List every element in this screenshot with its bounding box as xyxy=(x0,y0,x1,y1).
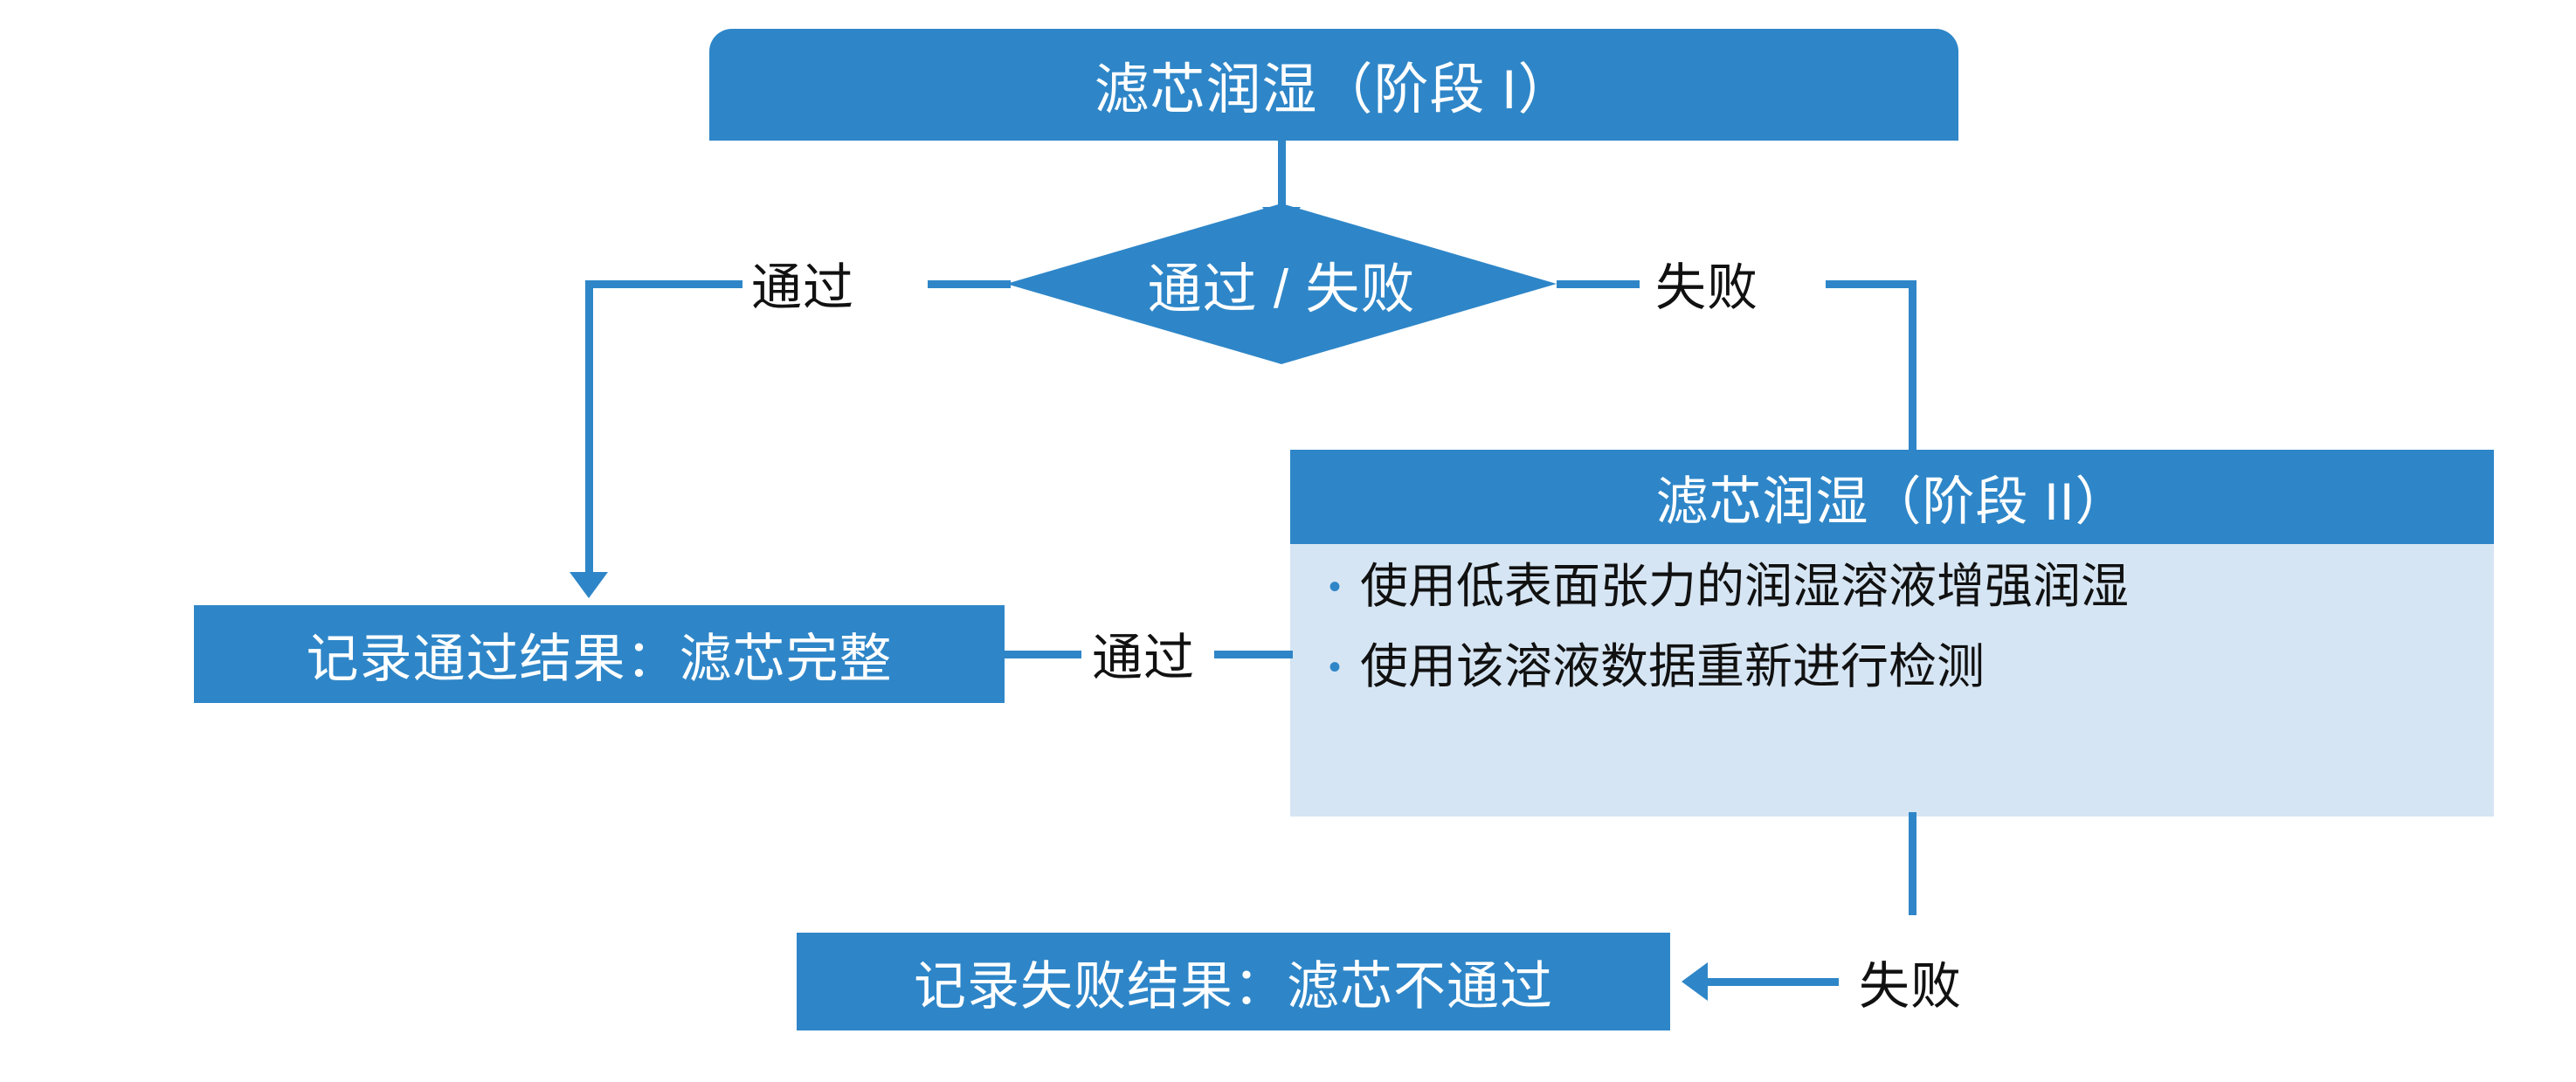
node-stage1-filter-wetting[interactable]: 滤芯润湿（阶段 I） xyxy=(709,29,1958,141)
connector-decision-pass-stub xyxy=(928,280,1011,288)
connector-stage2-pass-left xyxy=(1005,651,1081,658)
edge-label-decision-fail: 失败 xyxy=(1655,259,1759,316)
node-pass-result[interactable]: 记录通过结果：滤芯完整 xyxy=(194,605,1005,703)
list-item-label: 使用低表面张力的润湿溶液增强润湿 xyxy=(1360,559,2130,613)
edge-label-decision-pass: 通过 xyxy=(751,259,855,316)
arrowhead-decision-to-pass-result-icon xyxy=(570,572,608,598)
connector-decision-fail-stub xyxy=(1557,280,1640,288)
connector-decision-fail-down xyxy=(1909,280,1916,455)
connector-stage2-fail-left xyxy=(1708,978,1839,986)
bullet-dot-icon: • xyxy=(1329,648,1342,686)
node-decision-label: 通过 / 失败 xyxy=(1147,259,1416,320)
node-stage2-header: 滤芯润湿（阶段 II） xyxy=(1290,450,2494,544)
edge-label-stage2-fail: 失败 xyxy=(1859,958,1963,1015)
node-fail-result[interactable]: 记录失败结果：滤芯不通过 xyxy=(797,933,1670,1030)
node-stage2-header-label: 滤芯润湿（阶段 II） xyxy=(1655,472,2129,531)
list-item-label: 使用该溶液数据重新进行检测 xyxy=(1360,639,1986,693)
node-stage2-body: • 使用低表面张力的润湿溶液增强润湿 • 使用该溶液数据重新进行检测 xyxy=(1290,544,2494,817)
list-item[interactable]: • 使用低表面张力的润湿溶液增强润湿 xyxy=(1329,559,2459,614)
edge-label-stage2-pass: 通过 xyxy=(1092,630,1196,686)
node-stage2-filter-wetting[interactable]: 滤芯润湿（阶段 II） • 使用低表面张力的润湿溶液增强润湿 • 使用该溶液数据… xyxy=(1290,450,2494,817)
connector-decision-fail-right xyxy=(1826,280,1916,288)
arrowhead-stage2-to-fail-result-icon xyxy=(1682,962,1708,1001)
node-decision-pass-fail[interactable]: 通过 / 失败 xyxy=(1006,203,1557,364)
connector-stage2-fail-down xyxy=(1909,812,1916,915)
connector-decision-pass-down xyxy=(585,280,593,577)
node-pass-result-label: 记录通过结果：滤芯完整 xyxy=(306,629,893,688)
node-stage1-label: 滤芯润湿（阶段 I） xyxy=(1094,59,1574,121)
connector-stage2-pass-right xyxy=(1214,651,1293,658)
list-item[interactable]: • 使用该溶液数据重新进行检测 xyxy=(1329,639,2459,694)
node-fail-result-label: 记录失败结果：滤芯不通过 xyxy=(914,956,1553,1016)
connector-decision-pass-left xyxy=(585,280,742,288)
connector-stage1-to-decision xyxy=(1278,141,1286,212)
bullet-dot-icon: • xyxy=(1329,568,1342,606)
